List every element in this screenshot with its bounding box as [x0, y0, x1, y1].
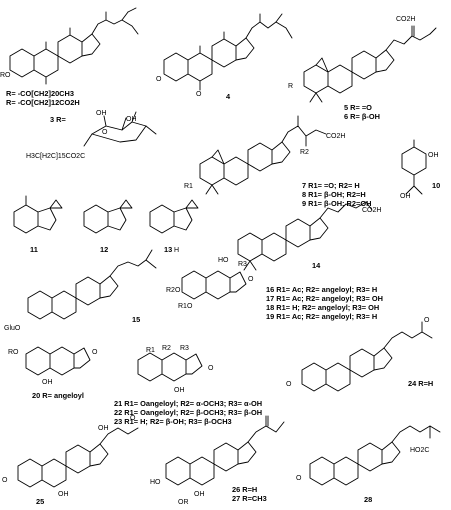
compound-18-label: 18 R1= H; R2= angeloyl; R3= OH	[266, 303, 379, 312]
atom-label-oh-10b: OH	[400, 193, 411, 200]
atom-label-r2-7: R2	[300, 149, 309, 156]
atom-label-ho-26: HO	[150, 479, 161, 486]
compound-12-label: 12	[100, 245, 108, 254]
atom-label-r3-21: R3	[180, 345, 189, 352]
structure-3	[83, 111, 157, 147]
compound-17-label: 17 R1= Ac; R2= angeloyl; R3= OH	[266, 294, 383, 303]
atom-label-oh-25b: OH	[58, 491, 69, 498]
compound-1-label: R= -CO[CH2]20CH3	[6, 89, 74, 98]
compound-16-label: 16 R1= Ac; R2= angeloyl; R3= H	[266, 285, 377, 294]
atom-label-co2h-7: CO2H	[326, 133, 345, 140]
atom-label-o-4a: O	[156, 76, 162, 83]
structure-10	[401, 139, 427, 195]
compound-6-label: 6 R= β-OH	[344, 112, 380, 121]
atom-label-r1o-16: R1O	[178, 303, 193, 310]
atom-label-r-5: R	[288, 83, 293, 90]
compound-24-label: 24 R=H	[408, 379, 433, 388]
atom-label-ho-14: HO	[218, 257, 229, 264]
atom-label-r3-16: R3	[238, 261, 247, 268]
compound-8-label: 8 R1= β-OH; R2=H	[302, 190, 366, 199]
atom-label-r1-21: R1	[146, 347, 155, 354]
atom-label-h-13: H	[174, 247, 179, 254]
compound-15-label: 15	[132, 315, 140, 324]
compound-13-label: 13	[164, 245, 172, 254]
atom-label-oh-20: OH	[42, 379, 53, 386]
structure-20	[25, 346, 91, 376]
atom-label-o-28: O	[296, 475, 302, 482]
atom-label-oh-3a: OH	[96, 110, 107, 117]
atom-label-o-25: O	[130, 415, 136, 422]
atom-label-gluo-15: GluO	[4, 325, 21, 332]
atom-label-o-4b: O	[196, 91, 202, 98]
atom-label-oh-26: OH	[194, 491, 205, 498]
structure-15	[27, 249, 157, 320]
atom-label-or-26: OR	[178, 499, 189, 506]
compound-23-label: 23 R1= H; R2= β-OH; R3= β-OCH3	[114, 417, 232, 426]
structure-14	[237, 201, 373, 271]
structure-28	[309, 425, 441, 486]
atom-label-ro: RO	[0, 72, 11, 79]
atom-label-oh-3b: OH	[126, 116, 137, 123]
atom-label-co2h-5: CO2H	[396, 16, 415, 23]
structure-24	[301, 321, 433, 392]
structure-1-2	[9, 7, 139, 85]
atom-label-r2-21: R2	[162, 345, 171, 352]
atom-label-o-16: O	[248, 276, 254, 283]
atom-label-o-21: O	[208, 365, 214, 372]
compound-2-label: R= -CO[CH2]12CO2H	[6, 98, 80, 107]
compound-27-label: 27 R=CH3	[232, 494, 267, 503]
atom-label-o-25b: O	[2, 477, 8, 484]
compound-21-label: 21 R1= Oangeloyl; R2= α-OCH3; R3= α-OH	[114, 399, 262, 408]
compound-20-label: 20 R= angeloyl	[32, 391, 84, 400]
atom-label-ho2c-28: HO2C	[410, 447, 429, 454]
compound-10-label: 10	[432, 181, 440, 190]
atom-label-r2o-16: R2O	[166, 287, 181, 294]
compound-26-label: 26 R=H	[232, 485, 257, 494]
structure-13	[149, 199, 199, 234]
compound-9-label: 9 R1= β-OH; R2=OH	[302, 199, 371, 208]
atom-label-ro-20: RO	[8, 349, 19, 356]
compound-7-label: 7 R1= =O; R2= H	[302, 181, 360, 190]
compound-5-label: 5 R= =O	[344, 103, 372, 112]
structure-12	[83, 199, 133, 234]
compound-3-header: 3 R=	[50, 115, 67, 124]
atom-label-r1-7: R1	[184, 183, 193, 190]
structure-5-6	[303, 25, 437, 103]
atom-label-oh-25: OH	[98, 425, 109, 432]
compound-4-label: 4	[226, 92, 231, 101]
atom-label-oh-21: OH	[174, 387, 185, 394]
structure-25	[17, 427, 139, 488]
structure-4	[163, 13, 293, 91]
structure-26-27	[165, 415, 285, 486]
compound-22-label: 22 R1= Oangeloyl; R2= β-OCH3; R3= β-OH	[114, 408, 262, 417]
structure-21-23	[137, 352, 203, 382]
atom-label-co2h-14: CO2H	[362, 207, 381, 214]
atom-label-o-24: O	[424, 317, 430, 324]
atom-label-o-20: O	[92, 349, 98, 356]
compound-14-label: 14	[312, 261, 321, 270]
compound-28-label: 28	[364, 495, 372, 504]
compound-25-label: 25	[36, 497, 44, 506]
structure-7-9	[199, 115, 327, 195]
atom-label-oh-10a: OH	[428, 152, 439, 159]
compound-11-label: 11	[30, 245, 38, 254]
atom-label-o-3: O	[102, 129, 108, 136]
atom-label-o-24b: O	[286, 381, 292, 388]
structure-16-19	[181, 270, 247, 300]
structure-11	[13, 195, 63, 234]
compound-3-chain: H3C[H2C]15CO2C	[26, 153, 85, 160]
compound-19-label: 19 R1= Ac; R2= angeloyl; R3= H	[266, 312, 377, 321]
